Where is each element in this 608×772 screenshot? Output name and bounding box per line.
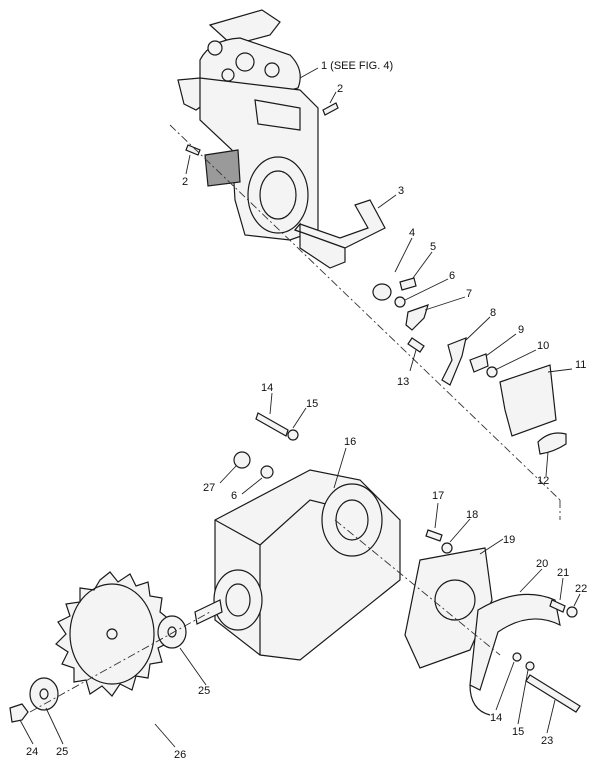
label-25-inner: 25 — [198, 685, 210, 697]
label-17: 17 — [432, 490, 444, 502]
label-14-upper: 14 — [261, 382, 273, 394]
part-9-spring — [469, 353, 489, 373]
part-22-washer — [566, 606, 578, 618]
part-26-saw-blade — [55, 571, 171, 697]
leader-lines — [19, 67, 581, 748]
part-10-washer — [486, 366, 498, 378]
label-12: 12 — [537, 475, 549, 487]
label-3: 3 — [398, 185, 404, 197]
label-25-outer: 25 — [56, 746, 68, 758]
part-24-arbor-nut — [9, 703, 29, 723]
label-8: 8 — [490, 307, 496, 319]
label-22: 22 — [575, 583, 587, 595]
callout-labels: 1 (SEE FIG. 4) 2 2 3 4 5 6 7 8 9 10 11 1… — [26, 60, 587, 761]
part-1-yoke-housing — [177, 9, 319, 241]
part-14-bolt-lower — [512, 652, 522, 662]
label-1: 1 (SEE FIG. 4) — [321, 60, 393, 72]
label-5: 5 — [430, 241, 436, 253]
label-21: 21 — [557, 567, 569, 579]
label-11: 11 — [575, 359, 586, 371]
part-23-shaft — [525, 674, 581, 713]
part-13-bolt — [407, 337, 425, 353]
label-27: 27 — [203, 482, 215, 494]
part-16-motor — [194, 469, 401, 661]
part-21-bolt — [549, 599, 566, 613]
part-25-flange-inner — [157, 615, 187, 649]
part-14-bolt-upper — [255, 412, 289, 437]
label-20: 20 — [536, 558, 548, 570]
label-14-lower: 14 — [490, 712, 502, 724]
label-15-lower: 15 — [512, 726, 524, 738]
part-12-knob — [537, 432, 567, 455]
part-27-nut — [233, 451, 251, 469]
part-15-washer-upper — [287, 429, 299, 441]
part-6-washer-lower — [260, 465, 274, 479]
label-9: 9 — [518, 324, 524, 336]
part-7-lever — [405, 304, 429, 331]
label-10: 10 — [537, 340, 549, 352]
label-6-upper: 6 — [449, 270, 455, 282]
part-8-latch — [441, 337, 467, 386]
label-18: 18 — [466, 509, 478, 521]
label-2-right: 2 — [337, 83, 343, 95]
part-18-washer — [441, 542, 453, 554]
label-24: 24 — [26, 746, 38, 758]
part-20-blade-guard — [469, 593, 561, 716]
part-2-screw-left — [185, 144, 201, 156]
part-11-guard-tab — [499, 364, 557, 437]
label-19: 19 — [503, 534, 515, 546]
part-4-bushing — [372, 283, 392, 301]
part-17-screw — [425, 529, 443, 542]
part-5-clip — [399, 277, 417, 291]
label-26: 26 — [174, 749, 186, 761]
part-19-bracket — [404, 547, 493, 669]
part-25-flange-outer — [29, 677, 59, 711]
label-2-left: 2 — [182, 176, 188, 188]
label-6-lower: 6 — [231, 490, 237, 502]
label-23: 23 — [541, 735, 553, 747]
part-3-handle — [293, 199, 386, 269]
part-6-washer-upper — [394, 296, 406, 308]
centerlines — [29, 124, 561, 713]
label-4: 4 — [409, 227, 415, 239]
part-2-screw-right — [322, 102, 339, 116]
label-15-upper: 15 — [306, 398, 318, 410]
label-13: 13 — [397, 376, 409, 388]
part-15-washer-lower — [525, 661, 535, 671]
label-7: 7 — [466, 288, 472, 300]
label-16: 16 — [344, 436, 356, 448]
